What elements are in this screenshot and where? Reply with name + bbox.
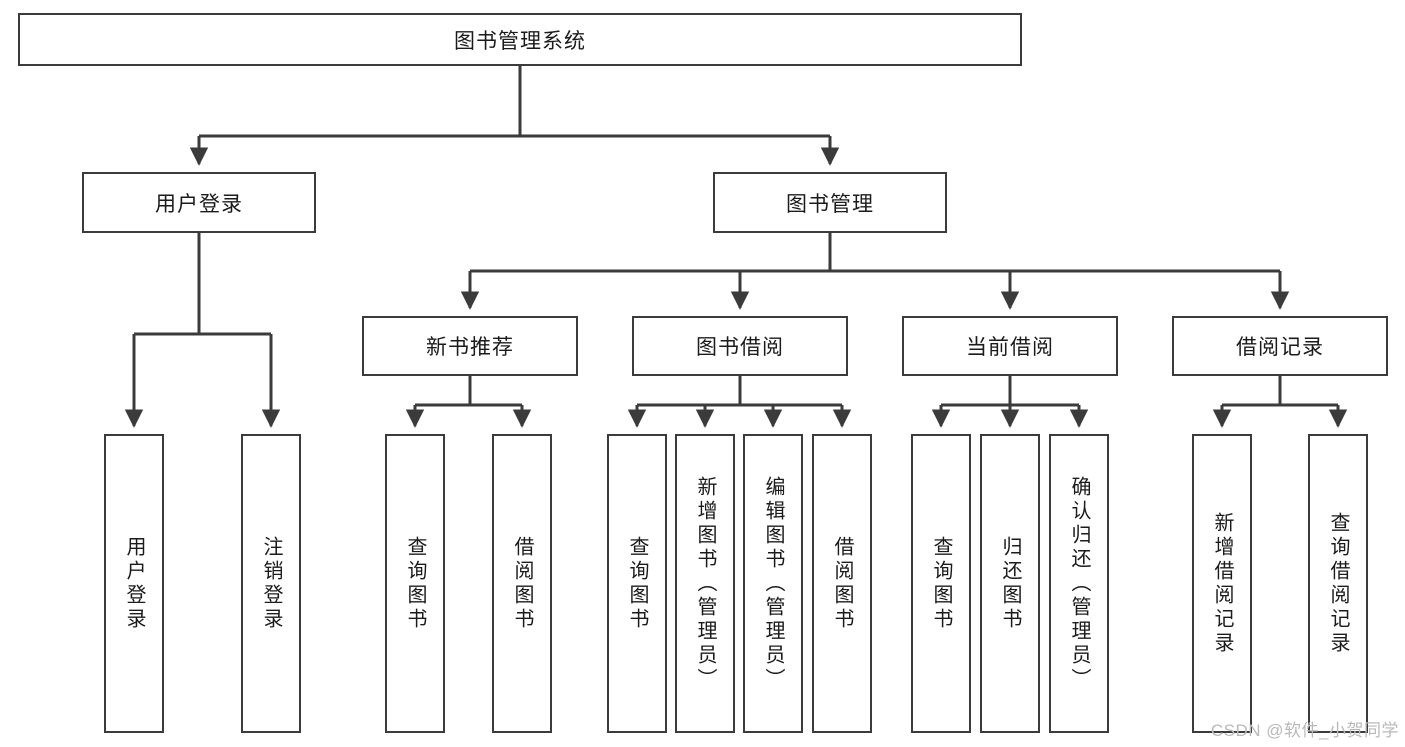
node-label: 借阅记录 bbox=[1236, 336, 1324, 359]
leaf-new-book-query-book[interactable]: 查询图书 bbox=[385, 434, 445, 733]
node-current-borrow[interactable]: 当前借阅 bbox=[902, 316, 1118, 376]
node-label: 图书管理 bbox=[786, 192, 874, 216]
node-borrow-record[interactable]: 借阅记录 bbox=[1172, 316, 1388, 376]
node-root-book-management-system[interactable]: 图书管理系统 bbox=[18, 13, 1022, 66]
leaf-current-borrow-confirm-return-admin[interactable]: 确认归还（管理员） bbox=[1049, 434, 1109, 733]
leaf-user-login-login[interactable]: 用户登录 bbox=[104, 434, 164, 733]
node-label: 查询图书 bbox=[404, 535, 426, 632]
node-label: 图书管理系统 bbox=[454, 29, 586, 53]
leaf-current-borrow-query-book[interactable]: 查询图书 bbox=[911, 434, 971, 733]
node-book-management[interactable]: 图书管理 bbox=[713, 172, 947, 233]
node-label: 新增借阅记录 bbox=[1211, 511, 1233, 656]
node-label: 归还图书 bbox=[999, 535, 1021, 632]
leaf-borrow-record-add-record[interactable]: 新增借阅记录 bbox=[1192, 434, 1252, 733]
node-label: 新书推荐 bbox=[426, 336, 514, 359]
node-label: 用户登录 bbox=[155, 192, 243, 216]
node-label: 注销登录 bbox=[260, 535, 282, 632]
node-label: 当前借阅 bbox=[966, 336, 1054, 359]
node-label: 新增图书（管理员） bbox=[694, 475, 716, 692]
leaf-book-borrow-edit-book-admin[interactable]: 编辑图书（管理员） bbox=[743, 434, 803, 733]
node-label: 借阅图书 bbox=[511, 535, 533, 632]
node-label: 编辑图书（管理员） bbox=[762, 475, 784, 692]
leaf-user-login-logout[interactable]: 注销登录 bbox=[241, 434, 301, 733]
leaf-current-borrow-return-book[interactable]: 归还图书 bbox=[980, 434, 1040, 733]
node-label: 图书借阅 bbox=[696, 336, 784, 359]
node-label: 确认归还（管理员） bbox=[1068, 475, 1090, 692]
leaf-book-borrow-borrow-book[interactable]: 借阅图书 bbox=[812, 434, 872, 733]
node-book-borrow[interactable]: 图书借阅 bbox=[632, 316, 848, 376]
node-label: 查询图书 bbox=[930, 535, 952, 632]
node-new-book-recommend[interactable]: 新书推荐 bbox=[362, 316, 578, 376]
leaf-new-book-borrow-book[interactable]: 借阅图书 bbox=[492, 434, 552, 733]
node-label: 查询图书 bbox=[626, 535, 648, 632]
node-label: 查询借阅记录 bbox=[1327, 511, 1349, 656]
node-label: 借阅图书 bbox=[831, 535, 853, 632]
node-user-login[interactable]: 用户登录 bbox=[82, 172, 316, 233]
node-label: 用户登录 bbox=[123, 535, 145, 632]
leaf-borrow-record-query-record[interactable]: 查询借阅记录 bbox=[1308, 434, 1368, 733]
leaf-book-borrow-add-book-admin[interactable]: 新增图书（管理员） bbox=[675, 434, 735, 733]
leaf-book-borrow-query-book[interactable]: 查询图书 bbox=[607, 434, 667, 733]
csdn-watermark: CSDN @软件_小贺同学 bbox=[1210, 721, 1399, 740]
